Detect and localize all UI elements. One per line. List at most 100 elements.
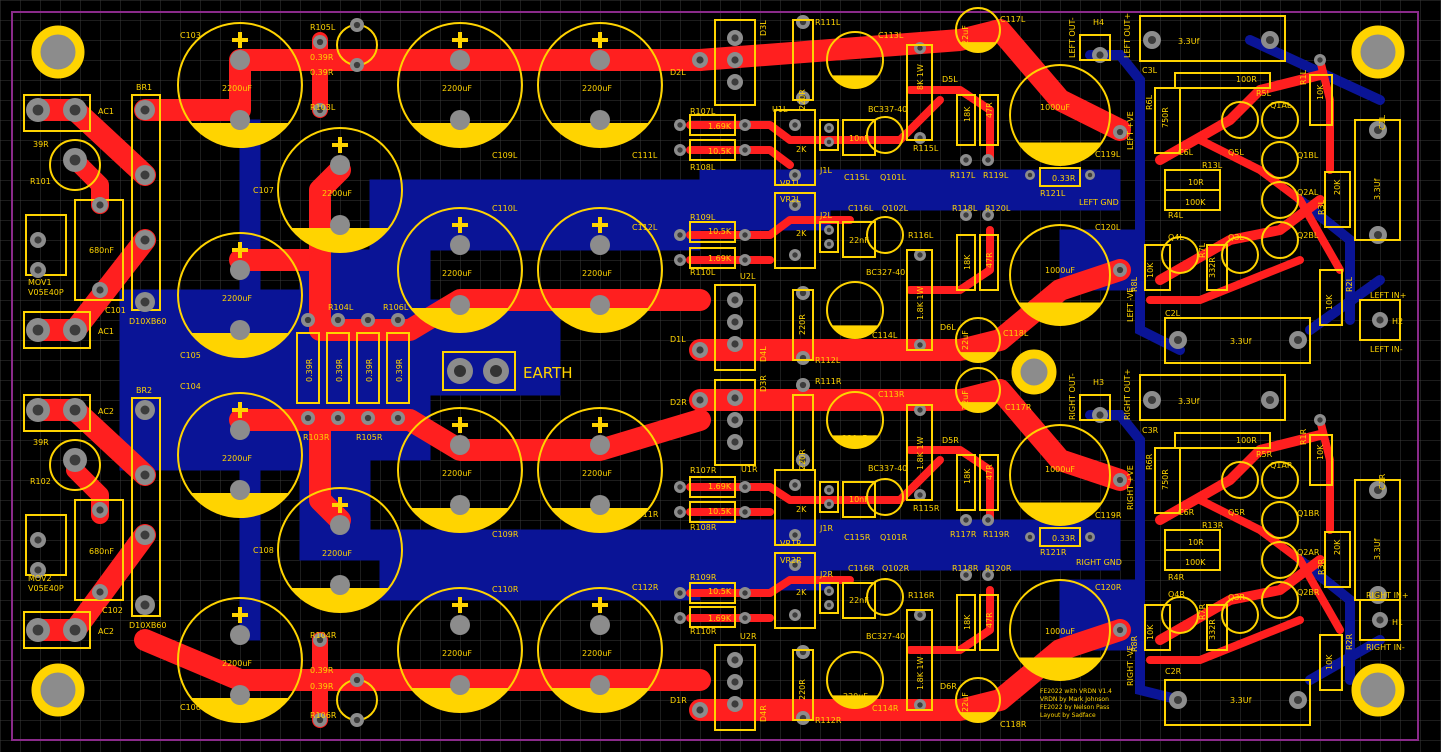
component-outline-7[interactable] xyxy=(689,247,736,269)
component-outline-28[interactable] xyxy=(906,44,933,141)
transistor-13[interactable] xyxy=(1161,596,1199,634)
component-outline-38[interactable] xyxy=(956,594,976,651)
component-outline-20[interactable] xyxy=(819,119,839,151)
capacitor-c107[interactable]: 2200uF xyxy=(277,127,403,253)
component-outline-2[interactable] xyxy=(714,379,756,466)
mov2[interactable] xyxy=(25,514,67,576)
component-outline-63[interactable] xyxy=(1144,604,1171,651)
component-outline-59[interactable] xyxy=(1309,434,1333,486)
capacitor-c120r[interactable] xyxy=(1009,579,1111,681)
transistor-8[interactable] xyxy=(1261,501,1299,539)
capacitor-c104[interactable]: 2200uF xyxy=(177,392,303,518)
transistor-5[interactable] xyxy=(1221,236,1259,274)
component-outline-30[interactable] xyxy=(906,404,933,501)
transistor-14[interactable] xyxy=(866,116,904,154)
transistor-15[interactable] xyxy=(866,216,904,254)
component-outline-33[interactable] xyxy=(979,94,999,146)
capacitor-c110l[interactable]: 2200uF xyxy=(397,207,523,333)
capacitor-c109l[interactable]: 2200uF xyxy=(397,22,523,148)
component-outline-41[interactable] xyxy=(1039,527,1081,547)
component-outline-32[interactable] xyxy=(956,94,976,146)
capacitor-c118l[interactable] xyxy=(955,317,1001,363)
capacitor-c106[interactable]: 2200uF xyxy=(177,597,303,723)
transistor-3[interactable] xyxy=(1261,221,1299,259)
component-outline-10[interactable] xyxy=(689,582,736,604)
capacitor-c114r[interactable] xyxy=(826,651,884,709)
capacitor-c103[interactable]: 2200uF xyxy=(177,22,303,148)
component-outline-62[interactable] xyxy=(1144,244,1171,291)
capacitor-c113l[interactable] xyxy=(826,31,884,89)
component-outline-44[interactable] xyxy=(1164,317,1311,364)
component-outline-4[interactable] xyxy=(689,114,736,136)
component-outline-66[interactable] xyxy=(1079,34,1111,61)
component-outline-13[interactable] xyxy=(774,192,816,269)
component-outline-12[interactable] xyxy=(774,109,816,186)
capacitor-c119r[interactable] xyxy=(1009,424,1111,526)
transistor-16[interactable] xyxy=(866,478,904,516)
r105-resistor[interactable] xyxy=(356,332,380,404)
capacitor-c105[interactable]: 2200uF xyxy=(177,232,303,358)
capacitor-c112l[interactable]: 2200uF xyxy=(537,207,663,333)
transistor-9[interactable] xyxy=(1261,541,1299,579)
capacitor-c109r[interactable]: 2200uF xyxy=(397,407,523,533)
r102-outline[interactable] xyxy=(49,439,101,491)
capacitor-c110r[interactable]: 2200uF xyxy=(397,587,523,713)
component-outline-9[interactable] xyxy=(689,501,736,523)
capacitor-c120l[interactable] xyxy=(1009,224,1111,326)
capacitor-c108[interactable]: 2200uF xyxy=(277,487,403,613)
transistor-2[interactable] xyxy=(1261,181,1299,219)
transistor-17[interactable] xyxy=(866,578,904,616)
transistor-1[interactable] xyxy=(1261,141,1299,179)
ac1-connector-bot[interactable] xyxy=(23,311,91,349)
transistor-12[interactable] xyxy=(1221,596,1259,634)
capacitor-c117r[interactable] xyxy=(955,367,1001,413)
component-outline-68[interactable] xyxy=(1359,299,1401,341)
transistor-0[interactable] xyxy=(1261,101,1299,139)
capacitor-c112r[interactable]: 2200uF xyxy=(537,587,663,713)
component-outline-35[interactable] xyxy=(979,234,999,291)
component-outline-18[interactable] xyxy=(792,394,814,471)
component-outline-25[interactable] xyxy=(842,221,876,258)
component-outline-37[interactable] xyxy=(979,454,999,511)
component-outline-47[interactable] xyxy=(1174,432,1271,449)
component-outline-36[interactable] xyxy=(956,454,976,511)
component-outline-34[interactable] xyxy=(956,234,976,291)
component-outline-8[interactable] xyxy=(689,476,736,498)
capacitor-c117l[interactable] xyxy=(955,7,1001,53)
ac2-connector-bot[interactable] xyxy=(23,611,91,649)
ac2-connector-top[interactable] xyxy=(23,394,91,432)
component-outline-51[interactable] xyxy=(1164,189,1221,211)
component-outline-40[interactable] xyxy=(1039,167,1081,187)
component-outline-29[interactable] xyxy=(906,249,933,351)
capacitor-c113r[interactable] xyxy=(826,391,884,449)
component-outline-26[interactable] xyxy=(842,481,876,518)
component-outline-23[interactable] xyxy=(819,582,839,614)
r104-resistor[interactable] xyxy=(296,332,320,404)
component-outline-31[interactable] xyxy=(906,609,933,711)
component-outline-1[interactable] xyxy=(714,284,756,371)
component-outline-57[interactable] xyxy=(1324,531,1351,588)
transistor-10[interactable] xyxy=(1261,581,1299,619)
component-outline-58[interactable] xyxy=(1309,74,1333,126)
component-outline-43[interactable] xyxy=(1139,374,1286,421)
capacitor-c119l[interactable] xyxy=(1009,64,1111,166)
component-outline-39[interactable] xyxy=(979,594,999,651)
component-outline-0[interactable] xyxy=(714,19,756,106)
component-outline-19[interactable] xyxy=(792,649,814,721)
r103-resistor[interactable] xyxy=(326,332,350,404)
component-outline-6[interactable] xyxy=(689,221,736,243)
component-outline-42[interactable] xyxy=(1139,15,1286,62)
component-outline-27[interactable] xyxy=(842,582,876,619)
component-outline-49[interactable] xyxy=(1154,447,1181,514)
component-outline-69[interactable] xyxy=(1359,599,1401,641)
component-outline-3[interactable] xyxy=(714,644,756,731)
component-outline-53[interactable] xyxy=(1164,549,1221,571)
component-outline-54[interactable] xyxy=(1354,119,1401,241)
capacitor-c111r[interactable]: 2200uF xyxy=(537,407,663,533)
component-outline-45[interactable] xyxy=(1164,679,1311,726)
component-outline-60[interactable] xyxy=(1319,269,1343,326)
capacitor-c118r[interactable] xyxy=(955,677,1001,723)
component-outline-15[interactable] xyxy=(774,552,816,629)
component-outline-67[interactable] xyxy=(1079,394,1111,421)
earth-connector[interactable]: EARTH xyxy=(442,351,573,391)
